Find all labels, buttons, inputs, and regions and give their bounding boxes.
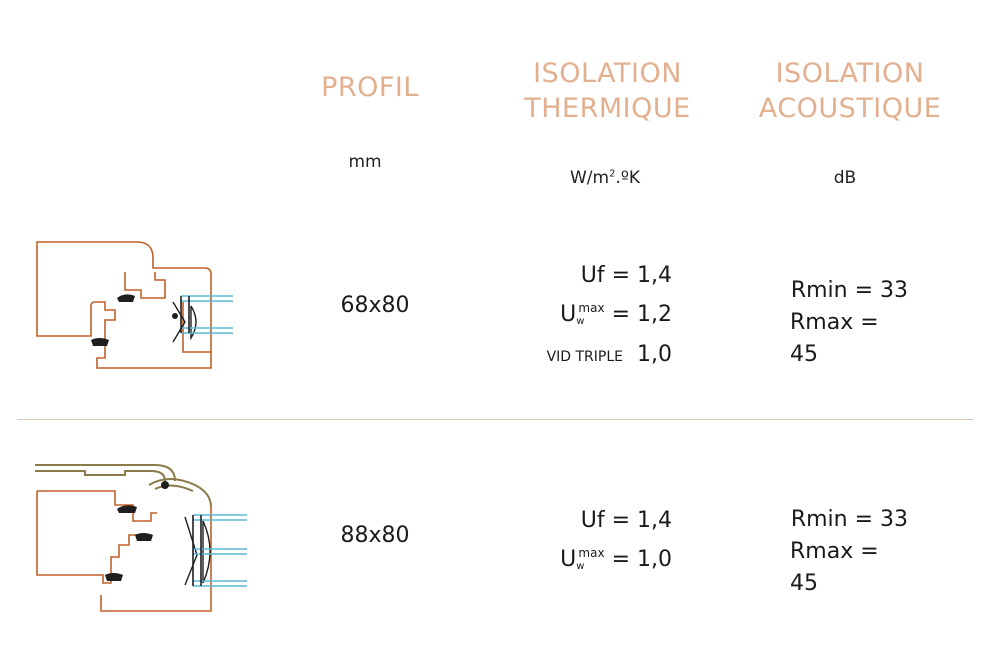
- row-divider: [17, 419, 973, 420]
- unit-acoustique: dB: [833, 168, 857, 188]
- glazing-bead: [184, 516, 211, 586]
- unit-thermique: W/m2.ºK: [569, 168, 641, 188]
- row1-acoustique: Rmin = 33 Rmax = 45: [760, 275, 908, 371]
- row2-rmin: Rmin = 33: [790, 507, 908, 532]
- aluminium-cover: [35, 464, 212, 508]
- header-isolation-thermique: ISOLATION THERMIQUE: [524, 58, 691, 124]
- wood-frame-outline: [36, 490, 212, 612]
- row1-rmax: Rmax = 45: [790, 310, 879, 367]
- glass-spacers: [180, 296, 190, 333]
- unit-profil: mm: [348, 152, 382, 172]
- header-profil: PROFIL: [321, 72, 419, 103]
- row1-uf: Uf = 1,4: [580, 263, 672, 288]
- row2-rmax: Rmax = 45: [790, 539, 879, 596]
- row2-profil: 88x80: [340, 523, 410, 548]
- row1-uw: Uwmax = 1,2: [560, 301, 672, 327]
- row2-uf: Uf = 1,4: [580, 508, 672, 533]
- profile-68x80-drawing: [36, 241, 233, 369]
- header-isolation-acoustique: ISOLATION ACOUSTIQUE: [758, 58, 942, 124]
- glazing-bead: [172, 301, 197, 343]
- gasket-seals: [91, 294, 178, 346]
- row1-rmin: Rmin = 33: [790, 278, 908, 303]
- row2-uw: Uwmax = 1,0: [560, 546, 672, 572]
- glass-spacers: [192, 515, 202, 586]
- wood-frame-outline: [36, 241, 212, 369]
- row2-thermique: Uf = 1,4 Uwmax = 1,0: [480, 504, 672, 583]
- glass-panes: [193, 514, 247, 587]
- gasket-seals: [105, 481, 169, 581]
- row1-profil: 68x80: [340, 293, 410, 318]
- row2-acoustique: Rmin = 33 Rmax = 45: [760, 504, 908, 600]
- profile-88x80-drawing: [35, 464, 247, 612]
